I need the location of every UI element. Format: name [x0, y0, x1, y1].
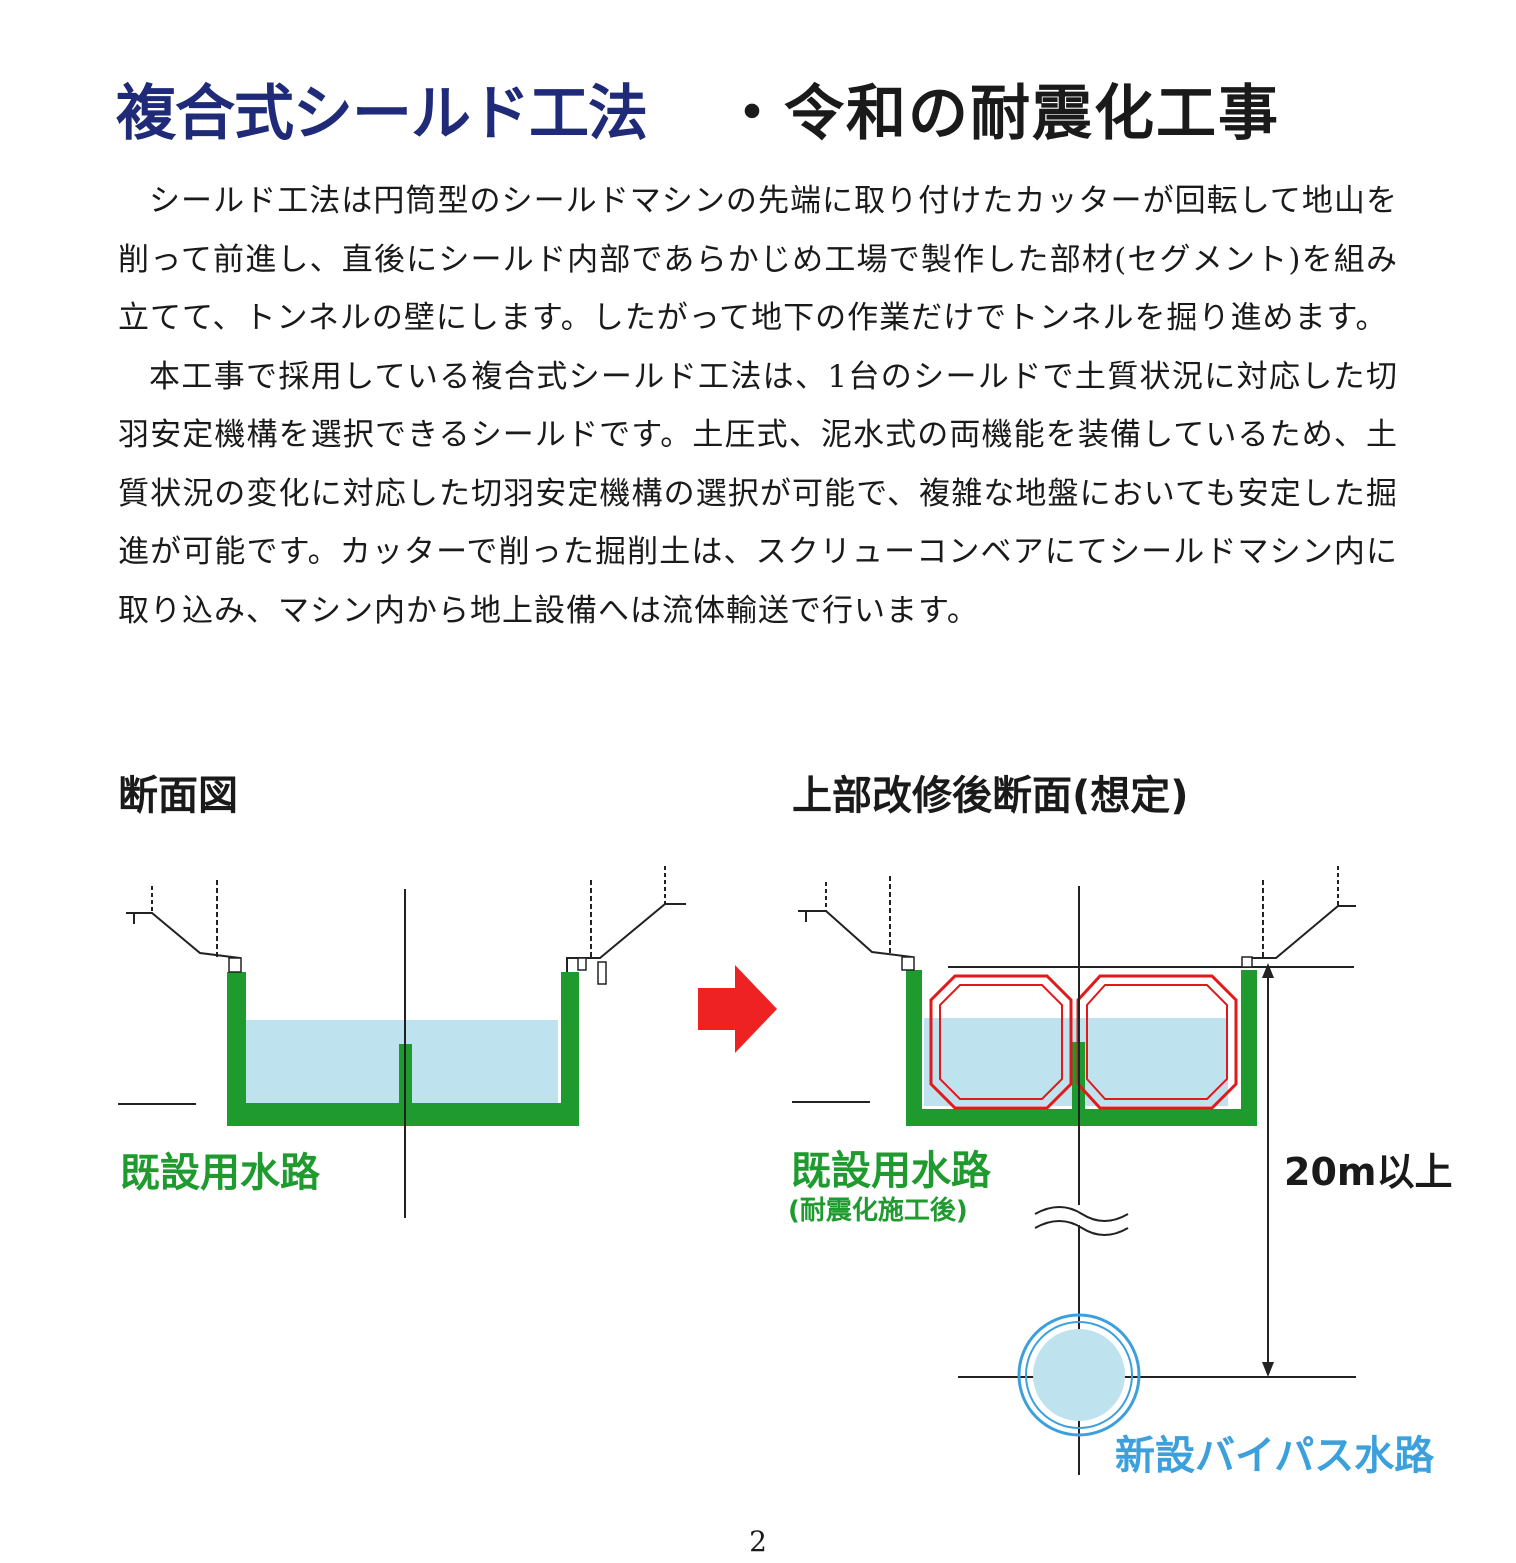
left-bank-line	[126, 912, 241, 972]
left-cross-section: 既設用水路	[118, 866, 686, 1218]
right-fig-bank-right	[1249, 905, 1356, 966]
break-mark-bottom	[1034, 1220, 1129, 1236]
right-channel-label: 既設用水路	[791, 1148, 992, 1194]
break-mark-top	[1034, 1206, 1129, 1222]
paragraph-2: 本工事で採用している複合式シールド工法は、1台のシールドで土質状況に対応した切羽…	[118, 358, 1398, 629]
dimension-arrow-down-icon	[1262, 1362, 1274, 1377]
page-subtitle: ・令和の耐震化工事	[722, 79, 1280, 149]
page-number: 2	[749, 1525, 767, 1558]
red-box-culvert-right-inner	[1086, 984, 1228, 1100]
right-fig-bank-left	[798, 910, 913, 970]
left-channel-wall	[227, 972, 579, 1126]
left-channel-label: 既設用水路	[120, 1150, 321, 1196]
paragraph-1: シールド工法は円筒型のシールドマシンの先端に取り付けたカッターが回転して地山を削…	[118, 183, 1398, 336]
dimension-arrow-up-icon	[1262, 963, 1274, 978]
right-cross-section: 既設用水路 (耐震化施工後) 20m以上 新設バイパス水路	[788, 866, 1452, 1479]
bypass-label: 新設バイパス水路	[1115, 1433, 1435, 1479]
body-text: シールド工法は円筒型のシールドマシンの先端に取り付けたカッターが回転して地山を削…	[118, 172, 1398, 640]
red-box-culvert-left-inner	[939, 984, 1063, 1100]
left-bank-line-right	[566, 903, 686, 972]
right-channel-sublabel: (耐震化施工後)	[788, 1195, 968, 1226]
transition-arrow-icon	[698, 965, 777, 1053]
bypass-tunnel-inner-ring	[1025, 1321, 1133, 1429]
bypass-tunnel-water	[1033, 1329, 1125, 1421]
page-title: 複合式シールド工法	[116, 79, 648, 149]
title-row: 複合式シールド工法 ・令和の耐震化工事	[116, 72, 1416, 162]
right-figure-caption: 上部改修後断面(想定)	[792, 773, 1189, 819]
left-figure-caption: 断面図	[118, 773, 238, 819]
red-box-culvert-left-outer	[929, 974, 1073, 1110]
right-channel-wall	[906, 970, 1257, 1126]
bypass-tunnel-outer-ring	[1017, 1313, 1141, 1437]
depth-label: 20m以上	[1284, 1150, 1452, 1194]
